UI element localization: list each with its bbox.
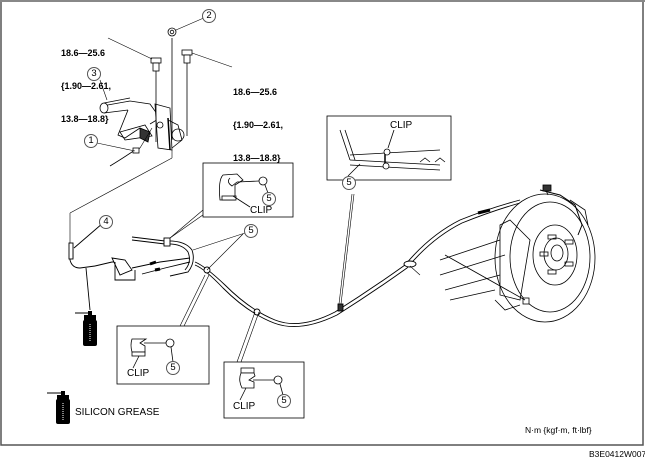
diagram-code: B3E0412W007 (589, 449, 645, 459)
inset-clip-lower-right (223, 361, 305, 419)
clip-label-lower-left-inset: CLIP (127, 368, 150, 379)
callout-5-center-inset: 5 (342, 176, 356, 190)
clip-label-top-inset: CLIP (250, 205, 273, 216)
clip-label-center-inset: CLIP (390, 120, 413, 131)
grease-can-icon (75, 311, 97, 346)
rear-cable-right (194, 199, 521, 328)
callout-3: 3 (87, 67, 101, 81)
torque-spec-left: 18.6—25.6 {1.90—2.61, 13.8—18.8} (61, 48, 112, 124)
inset-clip-top (202, 162, 294, 218)
callout-5-cable-clips: 5 (244, 224, 258, 238)
nut-item-2 (167, 27, 177, 140)
clip-label-lower-right-inset: CLIP (233, 401, 256, 412)
callout-5-lower-right-inset: 5 (277, 394, 291, 408)
grease-legend-label: SILICON GREASE (75, 407, 160, 418)
grease-legend-icon (47, 391, 70, 424)
bolt-left (150, 57, 162, 142)
unit-legend: N·m {kgf·m, ft·lbf} (525, 425, 592, 435)
bolt-right (181, 49, 193, 136)
brake-lever-assembly (99, 97, 185, 167)
inset-clip-center (326, 115, 452, 181)
callout-1: 1 (84, 134, 98, 148)
inset-clip-lower-left (116, 325, 210, 385)
callout-5-lower-left-inset: 5 (166, 361, 180, 375)
rear-disc-brake (439, 184, 596, 323)
front-cable (68, 222, 191, 311)
callout-4: 4 (99, 215, 113, 229)
callout-5-top-inset: 5 (262, 192, 276, 206)
callout-2: 2 (202, 9, 216, 23)
torque-spec-right: 18.6—25.6 {1.90—2.61, 13.8—18.8} (233, 87, 284, 163)
rear-cable-left (131, 236, 194, 277)
